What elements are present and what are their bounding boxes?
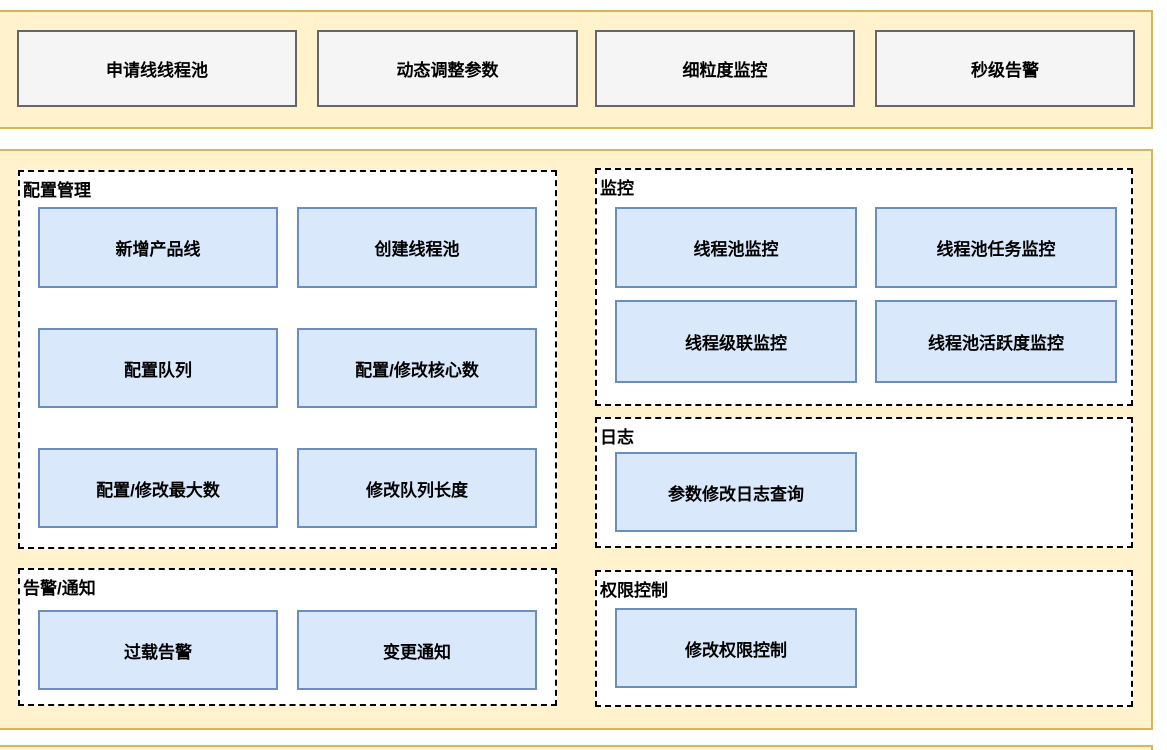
group-monitoring-title: 监控	[600, 179, 634, 198]
btn-overload-alert[interactable]: 过载告警	[38, 610, 278, 690]
btn-modify-queue-length[interactable]: 修改队列长度	[297, 448, 537, 528]
feature-apply-thread-pool[interactable]: 申请线线程池	[17, 30, 297, 107]
btn-change-notification[interactable]: 变更通知	[297, 610, 537, 690]
bottom-band-cutoff	[0, 745, 1153, 750]
btn-thread-pool-monitor[interactable]: 线程池监控	[615, 207, 857, 288]
group-log-title: 日志	[600, 428, 634, 447]
feature-second-level-alert[interactable]: 秒级告警	[875, 30, 1135, 107]
btn-thread-pool-task-monitor[interactable]: 线程池任务监控	[875, 207, 1117, 288]
group-alert-notification-title: 告警/通知	[23, 579, 96, 598]
btn-thread-cascade-monitor[interactable]: 线程级联监控	[615, 300, 857, 383]
btn-configure-core-count[interactable]: 配置/修改核心数	[297, 328, 537, 408]
feature-dynamic-adjust-params[interactable]: 动态调整参数	[317, 30, 578, 107]
btn-configure-queue[interactable]: 配置队列	[38, 328, 278, 408]
feature-fine-grained-monitoring[interactable]: 细粒度监控	[595, 30, 855, 107]
btn-create-thread-pool[interactable]: 创建线程池	[297, 207, 537, 288]
btn-modify-permission-control[interactable]: 修改权限控制	[615, 608, 857, 688]
group-permission-control-title: 权限控制	[600, 581, 668, 600]
group-config-management-title: 配置管理	[23, 181, 91, 200]
btn-add-product-line[interactable]: 新增产品线	[38, 207, 278, 288]
btn-configure-max-count[interactable]: 配置/修改最大数	[38, 448, 278, 528]
btn-param-change-log-query[interactable]: 参数修改日志查询	[615, 452, 857, 532]
btn-thread-pool-activity-monitor[interactable]: 线程池活跃度监控	[875, 300, 1117, 383]
